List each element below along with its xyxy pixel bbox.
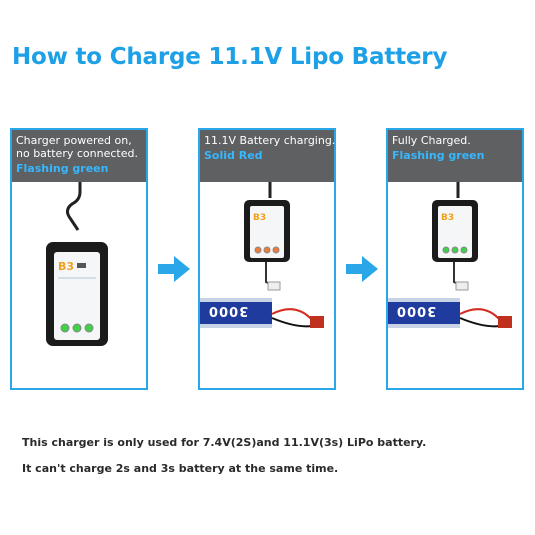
charger-image: B3 [46,182,108,346]
charger-with-battery-image: B3 [388,182,512,328]
panel-fully-charged: Fully Charged. Flashing green B3 3000 [386,128,524,390]
panel-caption-line1: Fully Charged. [392,134,471,147]
svg-text:B3: B3 [253,213,266,223]
panel-status: Flashing green [16,162,109,175]
arrow-right-icon [346,256,378,282]
page-title: How to Charge 11.1V Lipo Battery [12,44,448,70]
battery-label: 3000 [208,303,249,318]
panel-charging: 11.1V Battery charging. Solid Red B3 300… [198,128,336,390]
charger-with-battery-image: B3 [200,182,324,328]
note-single-battery: It can't charge 2s and 3s battery at the… [22,462,339,475]
note-compatibility: This charger is only used for 7.4V(2S)an… [22,436,427,449]
panel-status: Solid Red [204,149,263,162]
panel-header: Fully Charged. Flashing green [388,130,522,182]
svg-text:B3: B3 [58,260,74,273]
panel-header: Charger powered on, no battery connected… [12,130,146,182]
panel-caption-line1: 11.1V Battery charging. [204,134,336,147]
battery-label: 3000 [396,303,437,318]
arrow-right-icon [158,256,190,282]
panel-caption-line2: no battery connected. [16,147,138,160]
panel-no-battery: Charger powered on, no battery connected… [10,128,148,390]
panel-status: Flashing green [392,149,485,162]
panel-header: 11.1V Battery charging. Solid Red [200,130,336,182]
panel-caption-line1: Charger powered on, [16,134,132,147]
svg-text:B3: B3 [441,213,454,223]
